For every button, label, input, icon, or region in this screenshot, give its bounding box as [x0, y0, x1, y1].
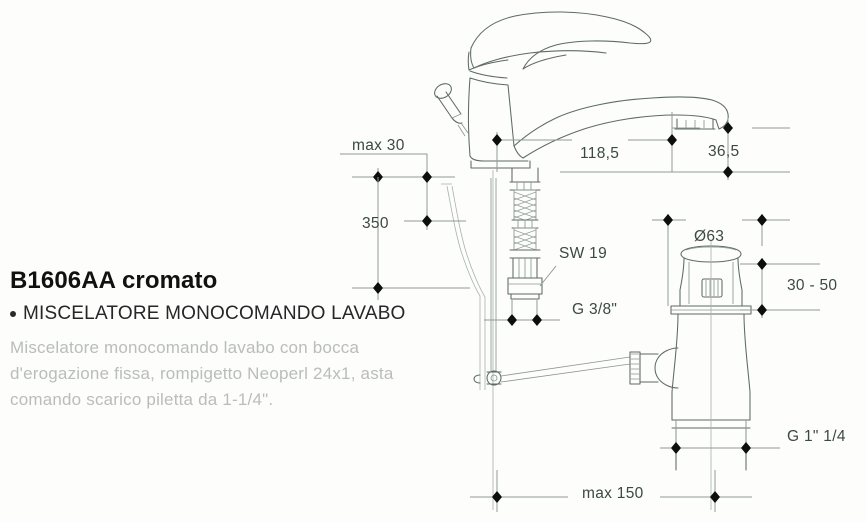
- dim-label-diam-63: Ø63: [694, 228, 724, 245]
- bullet-dot-icon: [10, 311, 16, 318]
- dim-label-350: 350: [362, 215, 389, 232]
- lift-rod-clevis: [473, 356, 631, 386]
- product-subtitle-row: MISCELATORE MONOCOMANDO LAVABO: [10, 302, 440, 327]
- dim-g-1-1-4: G 1" 1/4: [660, 420, 846, 454]
- dim-label-max-30: max 30: [352, 137, 405, 154]
- dim-label-g-3-8: G 3/8": [572, 301, 617, 318]
- faucet-body: [467, 11, 729, 169]
- dim-label-118-5: 118,5: [580, 145, 619, 162]
- product-info-panel: B1606AA cromato MISCELATORE MONOCOMANDO …: [10, 268, 440, 412]
- dim-label-30-50: 30 - 50: [787, 277, 837, 294]
- pop-up-waste: [629, 240, 752, 510]
- product-code-title: B1606AA cromato: [10, 267, 218, 294]
- dim-diam-63: Ø63: [652, 214, 790, 306]
- dim-30-50: 30 - 50: [740, 258, 837, 318]
- dim-label-36-5: 36,5: [708, 143, 739, 160]
- dim-label-g-1-1-4: G 1" 1/4: [787, 428, 846, 445]
- product-description: Miscelatore monocomando lavabo con bocca…: [10, 337, 394, 409]
- dim-max-150: max 150: [470, 470, 752, 512]
- basin-profile: [441, 183, 486, 390]
- popup-pull-knob: [434, 83, 469, 137]
- product-subtitle: MISCELATORE MONOCOMANDO LAVABO: [23, 303, 406, 325]
- dim-350: 350: [352, 177, 470, 294]
- dim-36-5: 36,5: [672, 118, 790, 180]
- lift-rod-vertical: [490, 170, 497, 510]
- dim-sw-19: SW 19: [539, 245, 607, 287]
- dim-ref-line-top: [560, 166, 790, 178]
- dim-118-5: 118,5: [492, 112, 677, 172]
- dim-g-3-8: G 3/8": [484, 300, 617, 326]
- aerator: [674, 118, 716, 130]
- dim-label-sw-19: SW 19: [559, 245, 607, 262]
- dim-label-max-150: max 150: [582, 485, 644, 502]
- flexible-hose: [507, 167, 543, 300]
